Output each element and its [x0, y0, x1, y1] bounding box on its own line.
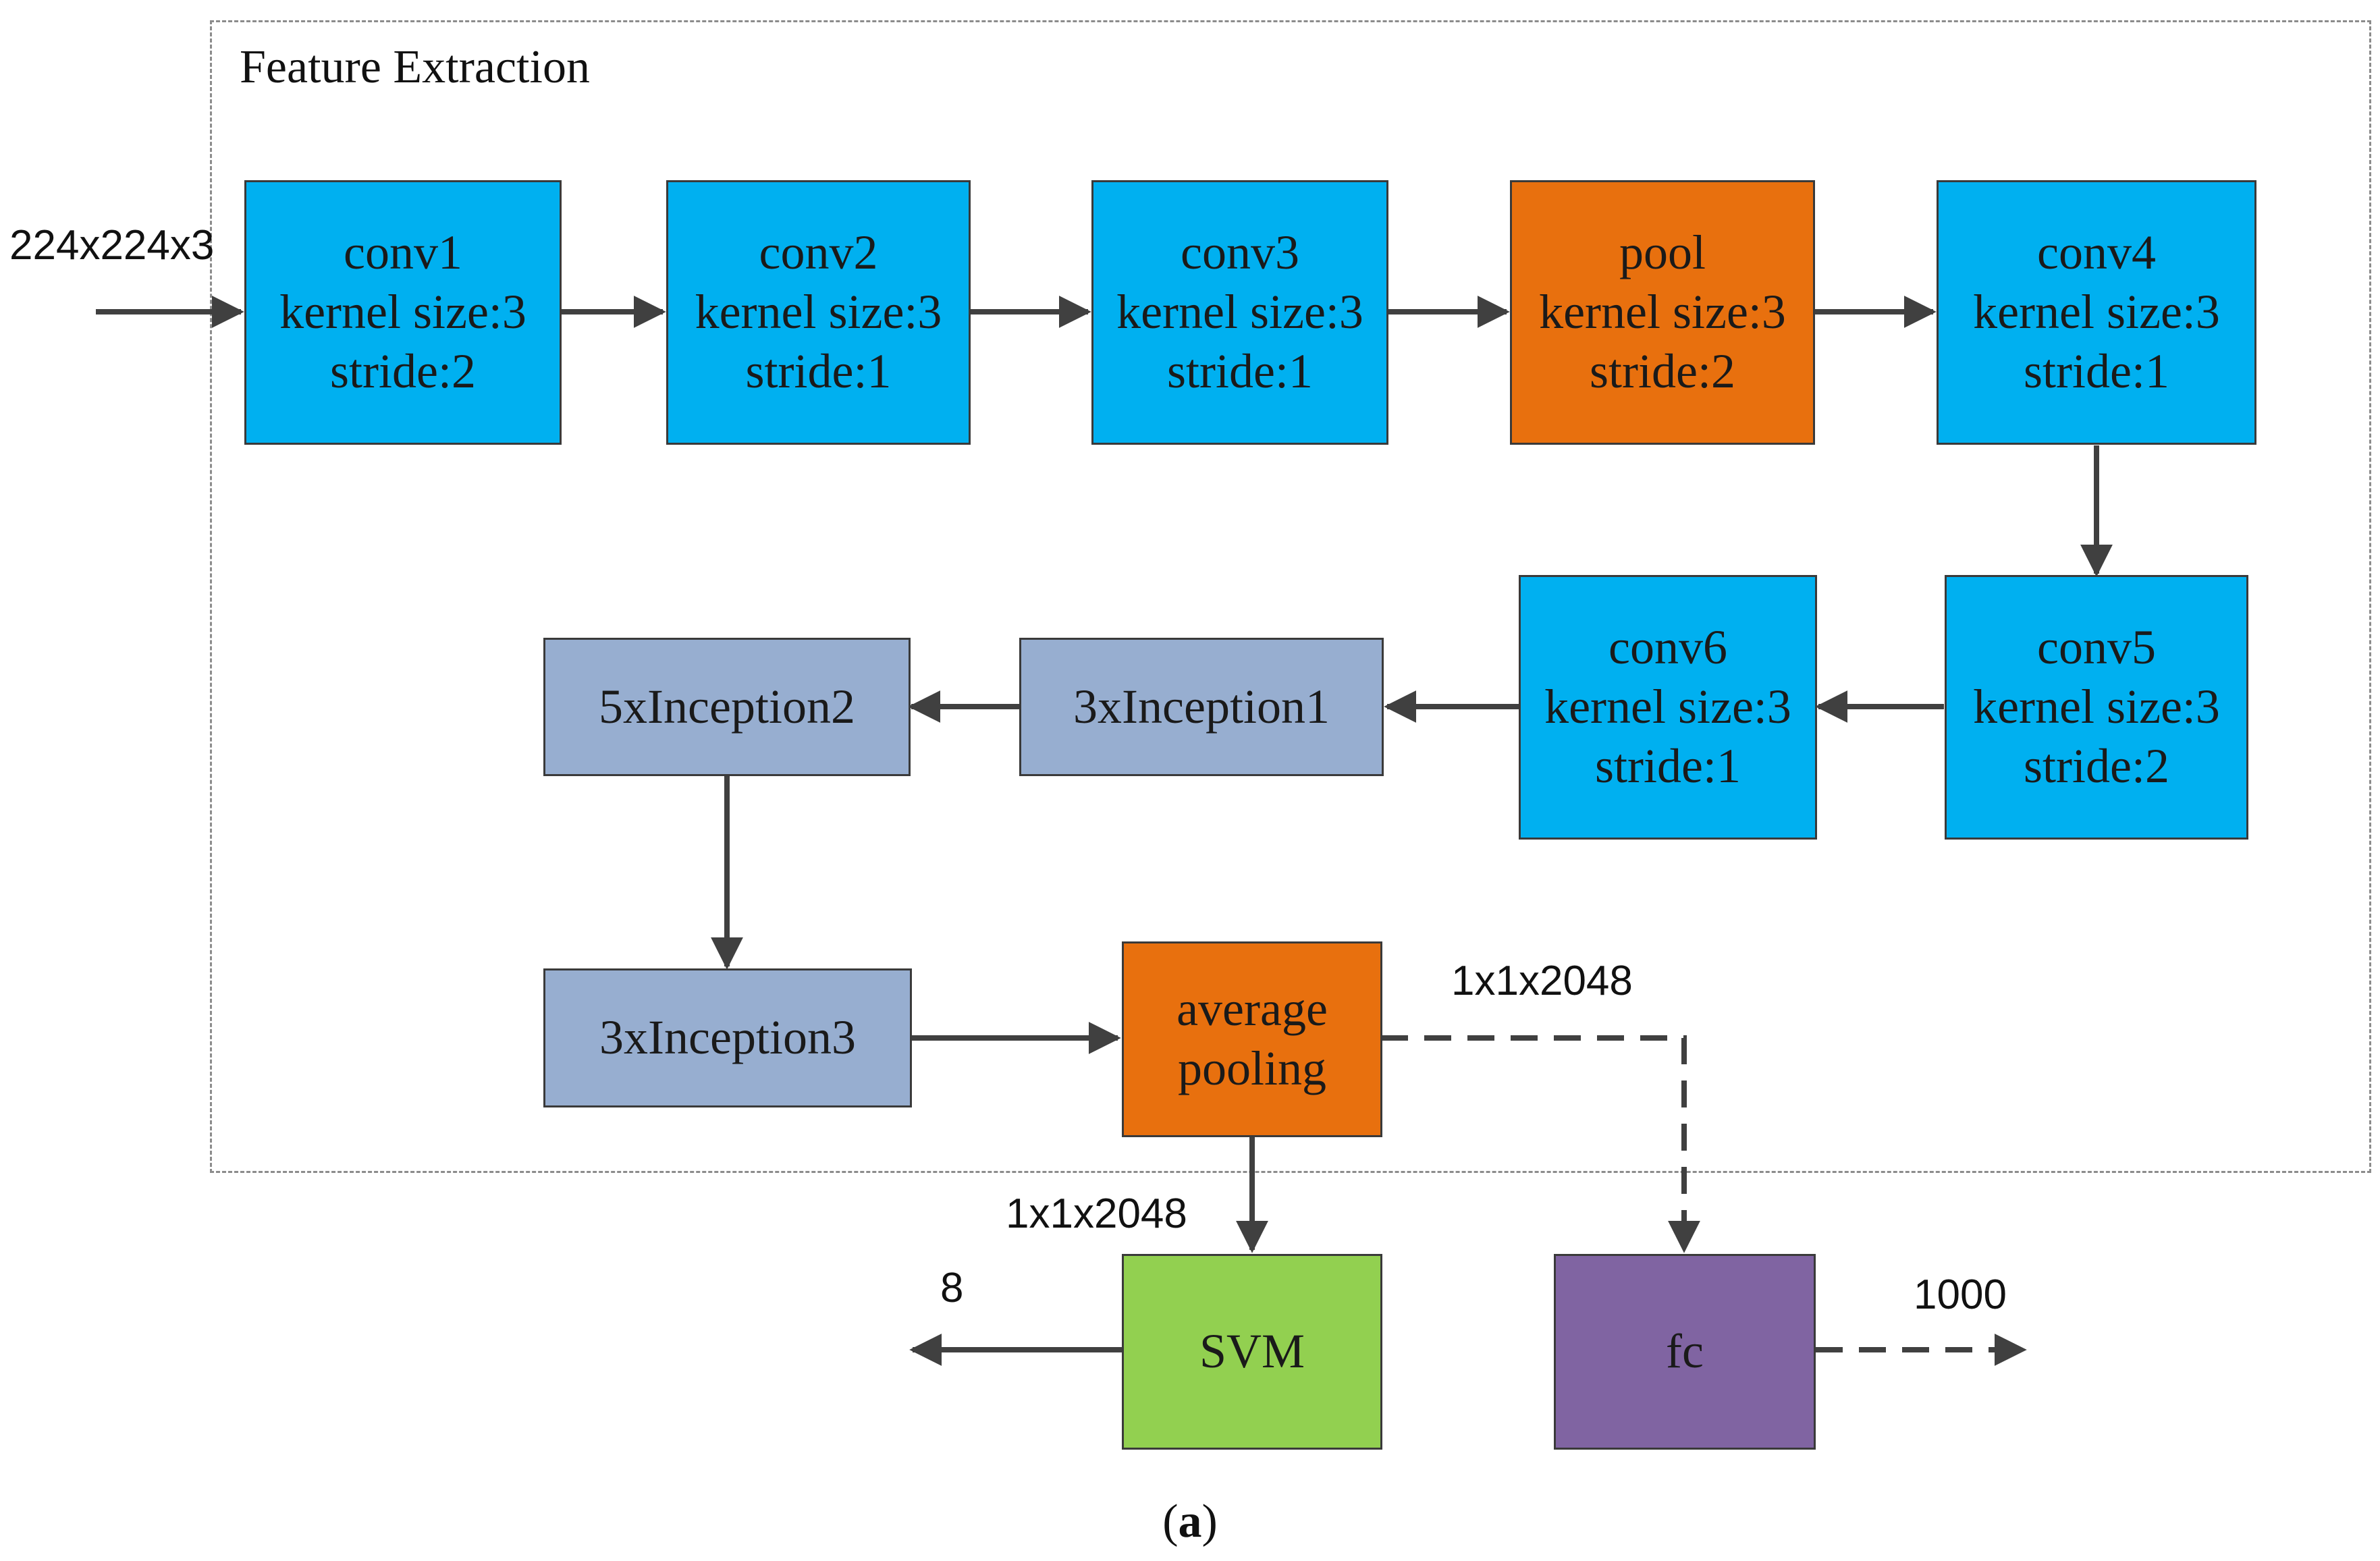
svm-output-label: 8 [940, 1265, 964, 1311]
caption-open: ( [1162, 1496, 1179, 1548]
feature-extraction-frame [210, 20, 2371, 1173]
caption-letter: a [1178, 1496, 1202, 1548]
svm-name: SVM [1199, 1324, 1305, 1379]
conv1-stride: stride:2 [330, 344, 476, 398]
pool-name: pool [1619, 225, 1706, 280]
conv5-name: conv5 [2037, 620, 2156, 675]
dashed-arrow-avgpool-to-fc [1381, 1035, 1700, 1253]
conv4-name: conv4 [2037, 225, 2156, 280]
inception2-block: 5xInception2 [543, 638, 911, 776]
input-shape-label: 224x224x3 [9, 222, 215, 269]
figure-caption: (a) [0, 1495, 2380, 1549]
svm-block: SVM [1122, 1254, 1382, 1450]
average-pooling-line2: pooling [1177, 1041, 1326, 1095]
average-pooling-block: average pooling [1122, 941, 1382, 1137]
conv4-stride: stride:1 [2024, 344, 2169, 398]
conv5-block: conv5 kernel size:3 stride:2 [1945, 575, 2248, 840]
inception3-block: 3xInception3 [543, 968, 912, 1107]
pool-block: pool kernel size:3 stride:2 [1510, 180, 1815, 445]
conv1-block: conv1 kernel size:3 stride:2 [244, 180, 562, 445]
conv3-stride: stride:1 [1167, 344, 1313, 398]
inception1-block: 3xInception1 [1019, 638, 1384, 776]
conv2-stride: stride:1 [745, 344, 892, 398]
pool-kernel: kernel size:3 [1539, 285, 1786, 339]
conv4-kernel: kernel size:3 [1973, 285, 2220, 339]
conv5-kernel: kernel size:3 [1973, 680, 2220, 734]
conv5-stride: stride:2 [2024, 738, 2169, 793]
conv2-name: conv2 [759, 225, 878, 280]
average-pooling-line1: average [1177, 982, 1328, 1037]
conv6-block: conv6 kernel size:3 stride:1 [1519, 575, 1817, 840]
pool-stride: stride:2 [1590, 344, 1735, 398]
fc-output-label: 1000 [1914, 1271, 2007, 1318]
frame-title: Feature Extraction [240, 41, 590, 93]
conv6-stride: stride:1 [1595, 738, 1741, 793]
inception1-name: 3xInception1 [1073, 679, 1330, 734]
fc-block: fc [1554, 1254, 1816, 1450]
conv3-block: conv3 kernel size:3 stride:1 [1091, 180, 1388, 445]
conv3-kernel: kernel size:3 [1116, 285, 1363, 339]
caption-close: ) [1201, 1496, 1218, 1548]
edge-label-avgpool-to-fc: 1x1x2048 [1451, 958, 1633, 1004]
conv2-block: conv2 kernel size:3 stride:1 [666, 180, 971, 445]
conv1-name: conv1 [344, 225, 462, 280]
conv2-kernel: kernel size:3 [695, 285, 942, 339]
conv6-kernel: kernel size:3 [1544, 680, 1791, 734]
conv6-name: conv6 [1608, 620, 1727, 675]
conv4-block: conv4 kernel size:3 stride:1 [1937, 180, 2256, 445]
edge-label-avgpool-to-svm: 1x1x2048 [1006, 1190, 1187, 1237]
inception2-name: 5xInception2 [599, 679, 855, 734]
conv1-kernel: kernel size:3 [279, 285, 526, 339]
inception3-name: 3xInception3 [599, 1010, 856, 1065]
conv3-name: conv3 [1181, 225, 1299, 280]
fc-name: fc [1666, 1324, 1704, 1379]
